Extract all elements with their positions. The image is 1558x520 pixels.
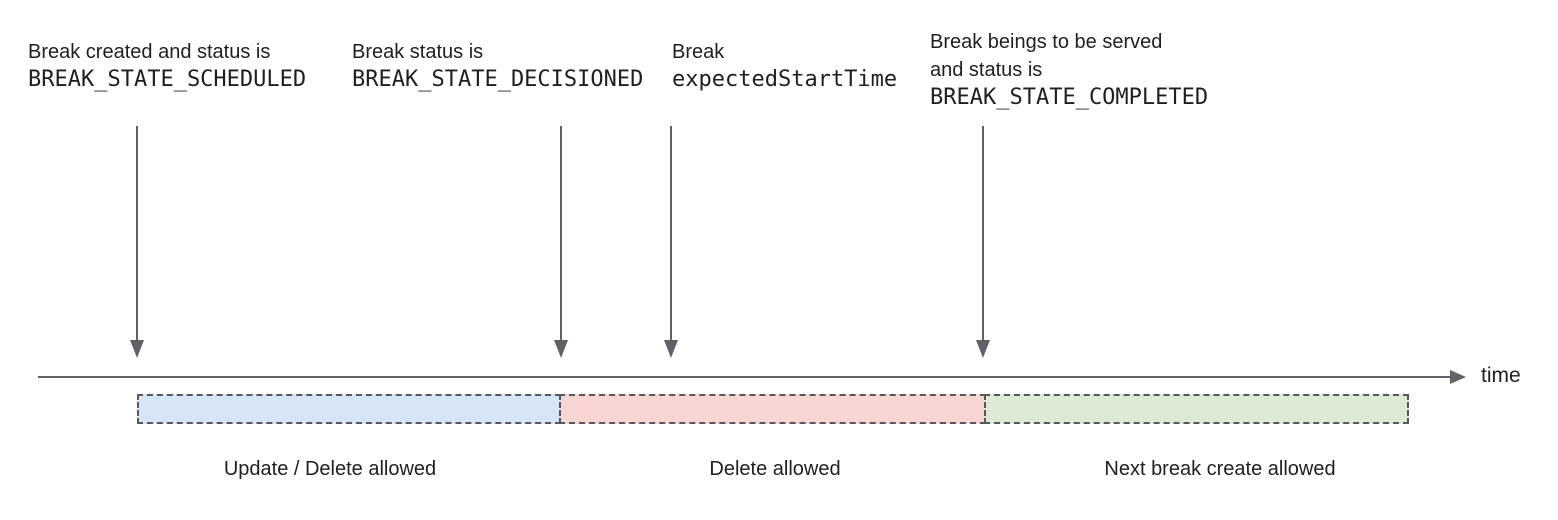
annotation-decisioned-code: BREAK_STATE_DECISIONED <box>352 67 644 92</box>
time-axis-label: time <box>1481 364 1521 387</box>
arrow-down-icon <box>976 340 990 358</box>
time-axis <box>38 376 1451 378</box>
segment-label-delete-only: Delete allowed <box>709 458 841 480</box>
arrow-down-icon <box>130 340 144 358</box>
arrow-down-icon <box>664 340 678 358</box>
segment-update-delete <box>137 394 561 424</box>
annotation-scheduled-code: BREAK_STATE_SCHEDULED <box>28 67 307 92</box>
annotation-expected-start: Break expectedStartTime <box>672 38 897 94</box>
segment-delete-only <box>559 394 986 424</box>
annotation-completed-code: BREAK_STATE_COMPLETED <box>930 85 1209 110</box>
arrow-right-icon <box>1450 370 1466 384</box>
arrow-expected-start-shaft <box>670 126 672 340</box>
annotation-decisioned-text: Break status is <box>352 41 484 63</box>
annotation-expected-start-code: expectedStartTime <box>672 67 898 92</box>
arrow-decisioned-shaft <box>560 126 562 340</box>
segment-next-create <box>984 394 1409 424</box>
annotation-expected-start-text: Break <box>672 41 725 63</box>
annotation-scheduled-text: Break created and status is <box>28 41 271 63</box>
arrow-down-icon <box>554 340 568 358</box>
annotation-completed-text-2: and status is <box>930 59 1043 81</box>
arrow-scheduled-shaft <box>136 126 138 340</box>
annotation-decisioned: Break status is BREAK_STATE_DECISIONED <box>352 38 643 94</box>
segment-label-update-delete: Update / Delete allowed <box>223 458 437 480</box>
annotation-scheduled: Break created and status is BREAK_STATE_… <box>28 38 306 94</box>
annotation-completed: Break beings to be served and status is … <box>930 28 1208 112</box>
segment-label-next-create: Next break create allowed <box>1104 458 1336 480</box>
arrow-completed-shaft <box>982 126 984 340</box>
annotation-completed-text-1: Break beings to be served <box>930 31 1163 53</box>
